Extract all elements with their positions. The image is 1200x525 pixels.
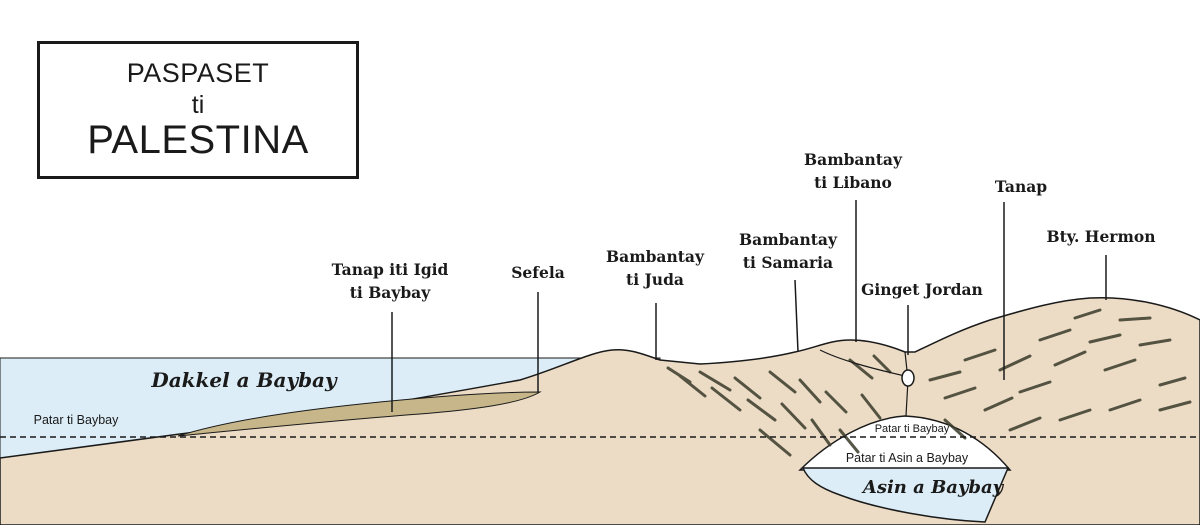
label-sea-level: Patar ti Baybay (34, 413, 120, 427)
label-judah-1: Bambantay (606, 247, 705, 266)
label-samaria-2: ti Samaria (743, 253, 833, 272)
jordan-river (901, 369, 915, 387)
title-line-3: PALESTINA (87, 118, 309, 162)
label-dead-sea-sea-level: Patar ti Baybay (875, 423, 950, 435)
title-line-2: ti (191, 91, 205, 119)
label-lebanon-1: Bambantay (804, 150, 903, 169)
label-tanap: Tanap (995, 177, 1047, 196)
label-coastal-plain-1: Tanap iti Igid (332, 260, 449, 279)
title-line-1: PASPASET (126, 58, 270, 88)
label-coastal-plain-2: ti Baybay (350, 283, 431, 302)
label-lebanon-2: ti Libano (814, 173, 892, 192)
leader-samaria (794, 279, 799, 353)
ridge-outline (819, 349, 906, 377)
label-dead-sea-surface: Patar ti Asin a Baybay (846, 451, 969, 465)
rock-texture (666, 308, 1192, 457)
label-samaria-1: Bambantay (739, 230, 838, 249)
title-box: PASPASET ti PALESTINA (37, 41, 359, 179)
label-sefela: Sefela (511, 263, 565, 282)
label-mediterranean: Dakkel a Baybay (150, 368, 338, 392)
coastal-plain-deposit (177, 391, 542, 437)
dead-sea (801, 467, 1010, 523)
label-jordan: Ginget Jordan (861, 280, 983, 299)
label-judah-2: ti Juda (626, 270, 684, 289)
label-dead-sea: Asin a Baybay (861, 477, 1005, 498)
label-hermon: Bty. Hermon (1047, 227, 1156, 246)
